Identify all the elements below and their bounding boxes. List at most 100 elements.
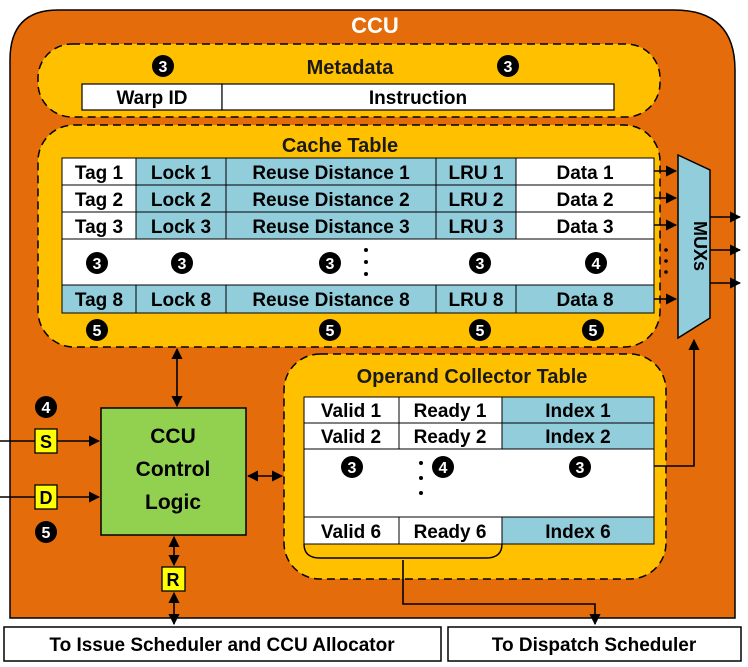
valid-ready-bracket (303, 543, 503, 559)
lock-cell: Lock 2 (151, 190, 211, 211)
svg-text:5: 5 (42, 525, 51, 542)
issue-scheduler-box (3, 626, 442, 662)
warp-id-cell (81, 83, 223, 111)
lru-cell: LRU 2 (449, 190, 504, 211)
cache-table-grid: Tag 1 Lock 1 Reuse Distance 1 LRU 1 Data… (61, 157, 655, 314)
table-row: Valid 1 Ready 1 Index 1 (303, 396, 655, 424)
lru-cell: LRU 1 (449, 163, 504, 184)
instruction-label: Instruction (369, 88, 467, 109)
badge: 5 (319, 319, 341, 341)
reuse-distance-cell: Reuse Distance 8 (252, 290, 409, 311)
badge: 3 (569, 456, 591, 478)
ccu-title: CCU (351, 13, 399, 38)
data-cell: Data 8 (556, 290, 613, 311)
tag-cell: Tag 3 (75, 217, 123, 238)
reuse-distance-cell: Reuse Distance 2 (252, 190, 409, 211)
ellipsis-row (303, 448, 655, 518)
control-logic-line3: Logic (145, 491, 201, 514)
table-row: Tag 3 Lock 3 Reuse Distance 3 LRU 3 Data… (61, 211, 655, 240)
lock-cell: Lock 3 (151, 217, 211, 238)
control-logic-line1: CCU (150, 425, 196, 448)
svg-text:5: 5 (326, 323, 335, 340)
valid-cell: Valid 1 (321, 401, 382, 422)
svg-text:5: 5 (589, 323, 598, 340)
dispatch-scheduler-label: To Dispatch Scheduler (492, 635, 697, 656)
reuse-distance-cell: Reuse Distance 3 (252, 217, 409, 238)
vertical-dots-icon (364, 248, 368, 276)
svg-text:3: 3 (326, 256, 335, 273)
ellipsis-row (61, 238, 655, 286)
vertical-dots-icon (419, 461, 423, 495)
cache-table-title: Cache Table (282, 135, 398, 157)
ready-cell: Ready 6 (414, 522, 487, 543)
svg-text:3: 3 (93, 256, 102, 273)
badge: 4 (432, 456, 454, 478)
tag-cell: Tag 1 (75, 163, 124, 184)
table-row: Valid 6 Ready 6 Index 6 (303, 516, 655, 545)
index-cell: Index 1 (545, 401, 611, 422)
badge: 3 (86, 252, 108, 274)
index-cell: Index 6 (545, 522, 610, 543)
svg-text:5: 5 (476, 323, 485, 340)
badge: 5 (86, 319, 108, 341)
svg-text:3: 3 (476, 256, 485, 273)
index-cell: Index 2 (545, 427, 610, 448)
data-cell: Data 2 (556, 190, 613, 211)
muxes-label: MUXs (690, 221, 710, 271)
badge: 3 (319, 252, 341, 274)
muxes-block (677, 153, 711, 340)
d-port-label: D (40, 488, 53, 508)
row-to-mux-arrows (654, 165, 678, 305)
table-row: Tag 1 Lock 1 Reuse Distance 1 LRU 1 Data… (61, 157, 655, 186)
operand-collector-title: Operand Collector Table (357, 366, 588, 388)
badge: 3 (341, 456, 363, 478)
r-port-label: R (167, 570, 180, 590)
table-row: Valid 2 Ready 2 Index 2 (303, 422, 655, 450)
control-logic-line2: Control (136, 458, 211, 481)
svg-text:4: 4 (592, 256, 601, 273)
r-port (161, 566, 186, 592)
vertical-dots-icon (664, 248, 668, 274)
instruction-cell (221, 83, 615, 111)
badge: 5 (35, 521, 57, 543)
issue-scheduler-label: To Issue Scheduler and CCU Allocator (49, 635, 395, 656)
badge: 5 (469, 319, 491, 341)
svg-text:3: 3 (504, 59, 513, 76)
valid-cell: Valid 2 (321, 427, 381, 448)
table-row: Tag 2 Lock 2 Reuse Distance 2 LRU 2 Data… (61, 184, 655, 213)
operand-to-mux-arrow (654, 338, 700, 467)
lru-cell: LRU 8 (449, 290, 504, 311)
operand-table-grid: Valid 1 Ready 1 Index 1 Valid 2 Ready 2 … (303, 396, 655, 545)
tag-cell: Tag 2 (75, 190, 123, 211)
table-row: Tag 8 Lock 8 Reuse Distance 8 LRU 8 Data… (61, 284, 655, 314)
badge: 3 (497, 55, 519, 77)
badge: 3 (469, 252, 491, 274)
valid-cell: Valid 6 (321, 522, 381, 543)
data-cell: Data 3 (556, 217, 613, 238)
warp-id-label: Warp ID (116, 88, 187, 109)
dispatch-arrow (402, 560, 601, 626)
lock-cell: Lock 8 (151, 290, 211, 311)
ready-cell: Ready 1 (414, 401, 487, 422)
svg-text:3: 3 (576, 460, 585, 477)
badge: 4 (35, 396, 57, 418)
ccu-control-logic (100, 407, 247, 536)
metadata-title: Metadata (307, 57, 395, 79)
reuse-distance-cell: Reuse Distance 1 (252, 163, 410, 184)
svg-text:4: 4 (42, 400, 51, 417)
dispatch-scheduler-box (447, 626, 742, 662)
svg-text:3: 3 (159, 59, 168, 76)
ready-cell: Ready 2 (414, 427, 487, 448)
svg-text:3: 3 (348, 460, 357, 477)
svg-text:5: 5 (93, 323, 102, 340)
tag-cell: Tag 8 (75, 290, 123, 311)
lru-cell: LRU 3 (449, 217, 504, 238)
data-cell: Data 1 (556, 163, 613, 184)
badge: 5 (582, 319, 604, 341)
s-port-label: S (40, 432, 52, 452)
badge: 4 (585, 252, 607, 274)
badge: 3 (171, 252, 193, 274)
lock-cell: Lock 1 (151, 163, 212, 184)
svg-text:4: 4 (439, 460, 448, 477)
